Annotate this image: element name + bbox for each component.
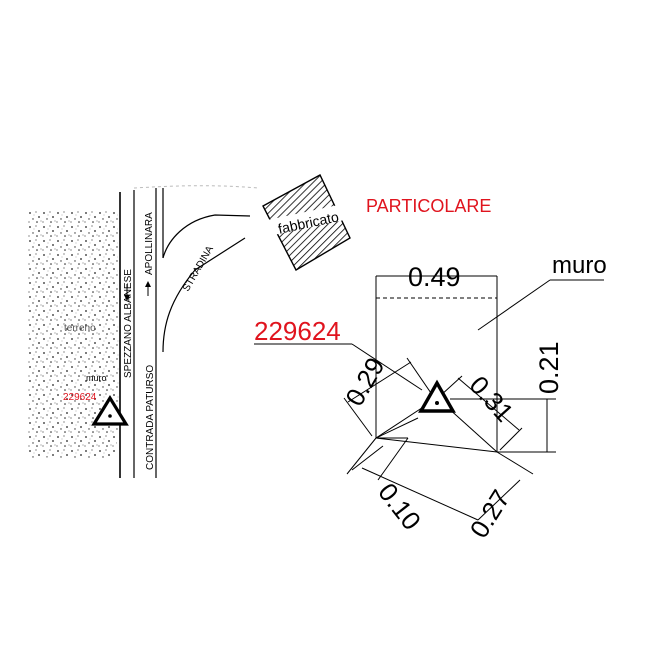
dim-027-ext-b bbox=[477, 479, 521, 521]
road-label-stradina: STRADINA bbox=[181, 244, 216, 294]
dim-010-ext-a bbox=[346, 437, 377, 475]
dim-010-label: 0.10 bbox=[372, 477, 427, 535]
building: fabbricato bbox=[262, 174, 351, 271]
road-label-contrada: CONTRADA PATURSO bbox=[145, 365, 156, 470]
dim-width-label: 0.49 bbox=[408, 262, 461, 292]
meas-cross-diag bbox=[375, 437, 498, 453]
map-point-code: 229624 bbox=[63, 392, 97, 403]
road-label-spezzano: SPEZZANO ALBANESE bbox=[123, 269, 134, 378]
meas-tri-left bbox=[375, 417, 419, 439]
dim-031-line bbox=[457, 377, 520, 431]
dim-027-ext-a bbox=[496, 451, 534, 475]
site-map: terreno SPEZZANO ALBANESE APOLLINARA CON… bbox=[28, 185, 259, 478]
point-leader-d bbox=[351, 343, 423, 391]
map-wall-label: muro bbox=[86, 373, 107, 383]
dim-029-ext-a bbox=[343, 397, 373, 437]
dim-010-line bbox=[351, 445, 384, 471]
detail-benchmark-icon bbox=[418, 379, 456, 413]
road-label-apollinara: APOLLINARA bbox=[144, 212, 155, 275]
dim-029-line bbox=[347, 361, 412, 403]
dim-031-label: 0.31 bbox=[464, 370, 520, 428]
dim-027-label: 0.27 bbox=[464, 484, 516, 543]
terrain-area bbox=[28, 210, 119, 459]
terrain-label: terreno bbox=[64, 323, 96, 334]
dim-031-ext-b bbox=[499, 427, 523, 451]
dim-height-label: 0.21 bbox=[534, 341, 564, 394]
detail-title: PARTICOLARE bbox=[366, 196, 491, 216]
detail-wall-label: muro bbox=[552, 252, 607, 279]
map-benchmark-dot bbox=[108, 414, 112, 418]
building-label-bg bbox=[269, 203, 347, 236]
stradina-edge-inner bbox=[162, 214, 251, 259]
dim-027-line bbox=[361, 467, 479, 521]
road-top-edge bbox=[133, 185, 259, 189]
wall-leader-line bbox=[477, 279, 551, 331]
dim-010-ext-b bbox=[377, 437, 409, 481]
detail-benchmark-dot bbox=[435, 401, 439, 405]
dim-029-ext-b bbox=[406, 357, 434, 397]
detail-point-code: 229624 bbox=[254, 316, 341, 346]
stradina-edge-outer bbox=[162, 237, 246, 353]
map-benchmark-icon bbox=[91, 394, 129, 426]
